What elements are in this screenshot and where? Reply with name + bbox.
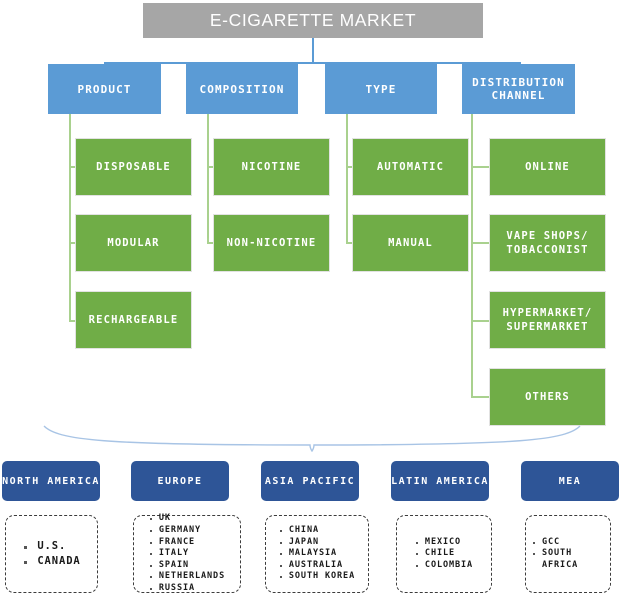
- country-item: ITALY: [149, 548, 225, 560]
- connector-trunk-composition: [206, 114, 209, 244]
- category-label-type: TYPE: [365, 82, 397, 96]
- connector-stub-nicotine: [206, 166, 215, 168]
- country-item: AUSTRALIA: [279, 560, 355, 572]
- region-label-asia-pacific: ASIA PACIFIC: [264, 475, 356, 487]
- category-label-product: PRODUCT: [77, 82, 132, 96]
- country-item: CHILE: [415, 548, 473, 560]
- country-item: FRANCE: [149, 537, 225, 549]
- country-item: MEXICO: [415, 537, 473, 549]
- region-header-asia-pacific[interactable]: ASIA PACIFIC: [261, 461, 359, 501]
- country-item: COLOMBIA: [415, 560, 473, 572]
- region-label-europe: EUROPE: [157, 475, 203, 487]
- category-box-product[interactable]: PRODUCT: [48, 64, 161, 114]
- leaf-box-hypermarket-supermarket[interactable]: HYPERMARKET/ SUPERMARKET: [490, 292, 605, 348]
- leaf-box-online[interactable]: ONLINE: [490, 139, 605, 195]
- leaf-label-nicotine: NICOTINE: [241, 161, 302, 173]
- leaf-box-automatic[interactable]: AUTOMATIC: [353, 139, 468, 195]
- connector-stub-modular: [68, 242, 77, 244]
- country-item: U.S.: [22, 539, 80, 554]
- country-item: SOUTH KOREA: [279, 571, 355, 583]
- connector-root-bus: [104, 62, 520, 64]
- country-item: UK: [149, 513, 225, 525]
- leaf-label-manual: MANUAL: [388, 237, 433, 249]
- country-item: RUSSIA: [149, 583, 225, 595]
- category-box-distribution-channel[interactable]: DISTRIBUTION CHANNEL: [462, 64, 575, 114]
- category-label-distribution-channel: DISTRIBUTION CHANNEL: [472, 76, 565, 102]
- connector-stub-others: [470, 396, 491, 398]
- region-header-north-america[interactable]: NORTH AMERICA: [2, 461, 100, 501]
- country-item: GCC: [532, 537, 604, 549]
- connector-stub-rechargeable: [68, 320, 77, 322]
- category-box-composition[interactable]: COMPOSITION: [186, 64, 298, 114]
- leaf-box-modular[interactable]: MODULAR: [76, 215, 191, 271]
- connector-drop-composition: [241, 62, 243, 65]
- country-item: CANADA: [22, 554, 80, 569]
- root-node-label: E-CIGARETTE MARKET: [209, 10, 417, 30]
- leaf-label-disposable: DISPOSABLE: [96, 161, 171, 173]
- regions-brace-divider: [43, 425, 581, 452]
- connector-stub-automatic: [345, 166, 354, 168]
- root-node-e-cigarette-market: E-CIGARETTE MARKET: [143, 3, 483, 38]
- connector-trunk-type: [345, 114, 348, 244]
- leaf-box-rechargeable[interactable]: RECHARGEABLE: [76, 292, 191, 348]
- country-item: NETHERLANDS: [149, 571, 225, 583]
- leaf-label-hypermarket-supermarket: HYPERMARKET/ SUPERMARKET: [502, 307, 593, 333]
- connector-trunk-distribution: [470, 114, 473, 398]
- leaf-label-modular: MODULAR: [107, 237, 160, 249]
- region-header-mea[interactable]: MEA: [521, 461, 619, 501]
- country-item: JAPAN: [279, 537, 355, 549]
- connector-drop-product: [104, 62, 106, 65]
- leaf-box-others[interactable]: OTHERS: [490, 369, 605, 425]
- connector-stub-non-nicotine: [206, 242, 215, 244]
- connector-drop-type: [381, 62, 383, 65]
- country-item: SPAIN: [149, 560, 225, 572]
- region-label-mea: MEA: [558, 475, 582, 487]
- country-item: SOUTH AFRICA: [532, 548, 604, 571]
- connector-drop-distribution: [519, 62, 521, 65]
- leaf-box-disposable[interactable]: DISPOSABLE: [76, 139, 191, 195]
- category-label-composition: COMPOSITION: [199, 82, 285, 96]
- region-label-north-america: NORTH AMERICA: [2, 475, 100, 487]
- leaf-label-rechargeable: RECHARGEABLE: [88, 314, 179, 326]
- connector-stub-hypermarket: [470, 320, 491, 322]
- country-panel-north-america: U.S.CANADA: [5, 515, 98, 593]
- leaf-box-manual[interactable]: MANUAL: [353, 215, 468, 271]
- region-header-latin-america[interactable]: LATIN AMERICA: [391, 461, 489, 501]
- region-header-europe[interactable]: EUROPE: [131, 461, 229, 501]
- leaf-box-vape-shops-tobacconist[interactable]: VAPE SHOPS/ TOBACCONIST: [490, 215, 605, 271]
- connector-trunk-product: [68, 114, 71, 322]
- connector-stub-disposable: [68, 166, 77, 168]
- country-item: CHINA: [279, 525, 355, 537]
- country-item: GERMANY: [149, 525, 225, 537]
- leaf-label-non-nicotine: NON-NICOTINE: [226, 237, 317, 249]
- connector-stub-vape-shops: [470, 242, 491, 244]
- leaf-box-non-nicotine[interactable]: NON-NICOTINE: [214, 215, 329, 271]
- leaf-box-nicotine[interactable]: NICOTINE: [214, 139, 329, 195]
- connector-stub-manual: [345, 242, 354, 244]
- leaf-label-online: ONLINE: [525, 161, 570, 173]
- region-label-latin-america: LATIN AMERICA: [391, 475, 489, 487]
- leaf-label-others: OTHERS: [525, 391, 570, 403]
- connector-stub-online: [470, 166, 491, 168]
- country-item: MALAYSIA: [279, 548, 355, 560]
- leaf-label-vape-shops-tobacconist: VAPE SHOPS/ TOBACCONIST: [506, 230, 589, 256]
- category-box-type[interactable]: TYPE: [325, 64, 437, 114]
- leaf-label-automatic: AUTOMATIC: [376, 161, 445, 173]
- country-list-north-america: U.S.CANADA: [22, 539, 80, 569]
- connector-root-stem: [312, 38, 314, 63]
